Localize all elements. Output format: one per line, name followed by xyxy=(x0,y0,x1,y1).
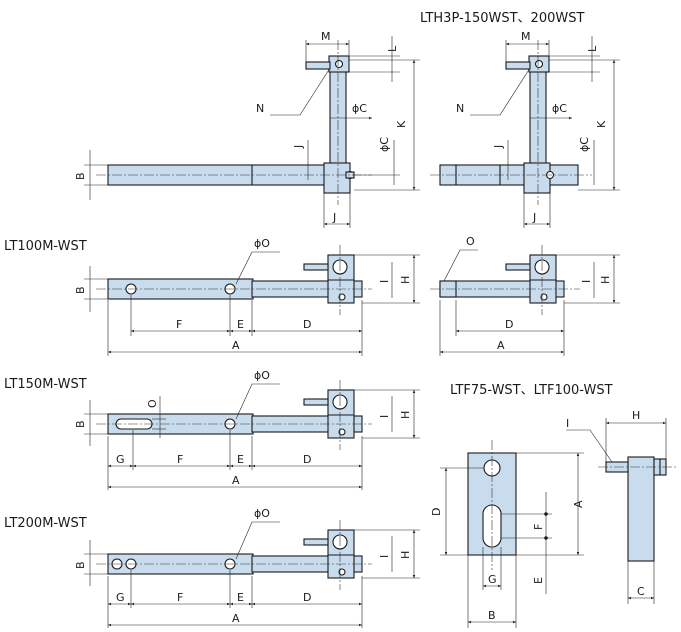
label-e-lt150m: E xyxy=(237,453,244,466)
label-phic-lower-2: ϕC xyxy=(578,137,591,152)
label-b-lt150m: B xyxy=(74,420,87,428)
label-phio-lt100m: ϕO xyxy=(254,237,270,250)
title-lt200m: LT200M-WST xyxy=(4,516,87,531)
label-d-lt200m: D xyxy=(303,591,311,604)
label-j-horizontal: J xyxy=(332,211,336,224)
label-d-ltf: D xyxy=(430,508,443,516)
label-phio-lt150m: ϕO xyxy=(254,369,270,382)
label-g-lt150m: G xyxy=(116,453,125,466)
lth-long-view xyxy=(84,36,420,228)
label-i-short: I xyxy=(580,280,593,283)
label-a-lt150m: A xyxy=(232,474,240,487)
label-h-lt150m: H xyxy=(399,411,412,419)
label-a-ltf: A xyxy=(572,500,585,508)
title-lt150m: LT150M-WST xyxy=(4,377,87,392)
label-a-short: A xyxy=(497,339,505,352)
label-e-ltf: E xyxy=(532,577,545,584)
label-j-vertical: J xyxy=(292,145,305,149)
label-m-2: M xyxy=(521,30,531,43)
ltf-front-view xyxy=(440,440,584,628)
title-ltf: LTF75-WST、LTF100-WST xyxy=(450,383,613,398)
label-l-2: L xyxy=(586,45,599,52)
label-h-lt100m: H xyxy=(399,276,412,284)
label-i-lt100m: I xyxy=(378,280,391,283)
label-a-lt200m: A xyxy=(232,612,240,625)
label-e-lt100m: E xyxy=(237,318,244,331)
label-i-ltf: I xyxy=(566,417,569,430)
label-j-vertical-2: J xyxy=(492,145,505,149)
dimension-labels: LTH3P-150WST、200WST LT100M-WST LT150M-WS… xyxy=(4,11,645,625)
label-k-2: K xyxy=(595,120,608,128)
label-a-lt100m: A xyxy=(232,339,240,352)
label-e-lt200m: E xyxy=(237,591,244,604)
lt150m-view xyxy=(84,380,420,490)
label-phic-upper: ϕC xyxy=(352,102,367,115)
label-d-lt100m: D xyxy=(303,318,311,331)
label-h-lt200m: H xyxy=(399,551,412,559)
label-h-ltf: H xyxy=(632,409,640,422)
title-lth3p: LTH3P-150WST、200WST xyxy=(420,11,584,26)
label-b-ltf: B xyxy=(488,609,496,622)
label-o-short: O xyxy=(466,235,475,248)
label-k: K xyxy=(395,120,408,128)
label-f-lt150m: F xyxy=(177,453,183,466)
lt100m-view xyxy=(84,245,420,356)
label-i-lt200m: I xyxy=(378,555,391,558)
label-c-ltf: C xyxy=(637,585,645,598)
lt200m-view xyxy=(84,520,420,628)
label-h-short: H xyxy=(599,276,612,284)
lth3p-view xyxy=(430,36,620,228)
label-phic-upper-2: ϕC xyxy=(552,102,567,115)
label-l: L xyxy=(386,45,399,52)
label-f-ltf: F xyxy=(532,524,545,530)
label-i-lt150m: I xyxy=(378,415,391,418)
label-b-lt100m: B xyxy=(74,286,87,294)
label-f-lt100m: F xyxy=(176,318,182,331)
label-phic-lower: ϕC xyxy=(378,137,391,152)
label-g-ltf: G xyxy=(488,573,497,586)
short-handle-view xyxy=(430,245,620,356)
label-n-2: N xyxy=(456,102,464,115)
ltf-side-view xyxy=(566,418,676,604)
label-d-short: D xyxy=(505,318,513,331)
label-b-lt200m: B xyxy=(74,561,87,569)
label-o-lt150m: O xyxy=(146,399,159,408)
label-j-horizontal-2: J xyxy=(532,211,536,224)
label-d-lt150m: D xyxy=(303,453,311,466)
label-f-lt200m: F xyxy=(177,591,183,604)
title-lt100m: LT100M-WST xyxy=(4,239,87,254)
label-phio-lt200m: ϕO xyxy=(254,507,270,520)
label-n: N xyxy=(256,102,264,115)
label-b: B xyxy=(74,172,87,180)
label-m: M xyxy=(321,30,331,43)
label-g-lt200m: G xyxy=(116,591,125,604)
